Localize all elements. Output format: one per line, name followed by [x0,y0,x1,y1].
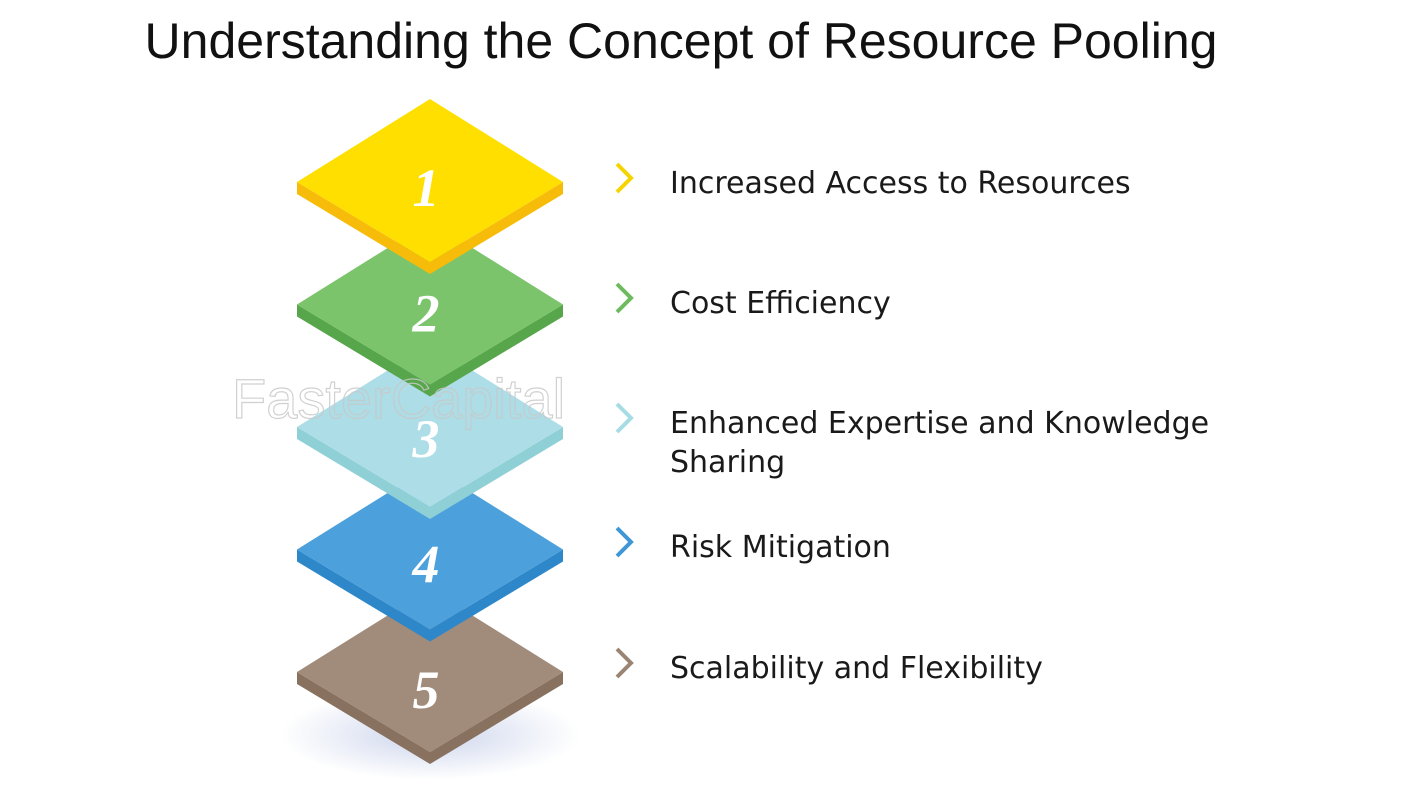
layer-top-face [297,99,563,262]
list-item-label: Risk Mitigation [670,530,891,565]
layer-number: 1 [413,158,440,218]
layer-top-face [297,344,563,507]
list-item: Cost Efficiency [612,282,1260,323]
chevron-right-icon [615,282,634,314]
chevron-right-icon [615,402,634,434]
chevron-right-icon [615,647,634,679]
layer-5: 5 [297,589,563,764]
layer-number: 5 [413,660,440,720]
list-item-label: Enhanced Expertise and Knowledge Sharing [670,406,1210,480]
layer-left-side [297,304,430,397]
layer-left-side [297,182,430,274]
layer-right-side [430,182,563,274]
list-item-label: Cost Efficiency [670,286,891,321]
layer-left-side [297,427,430,519]
watermark-logo: FasterCapital [232,367,565,430]
layer-top-face [297,466,563,630]
chevron-right-icon [615,526,634,558]
list-item-label: Increased Access to Resources [670,166,1131,201]
layer-left-side [297,549,430,642]
list-item: Risk Mitigation [612,526,1260,567]
layer-top-face [297,221,563,385]
layer-right-side [430,549,563,642]
layer-4: 4 [297,466,563,642]
layer-top-face [297,589,563,752]
layer-left-side [297,672,430,764]
list-item: Enhanced Expertise and Knowledge Sharing [612,402,1260,482]
layer-number: 3 [412,409,440,469]
layer-right-side [430,304,563,397]
layer-number: 4 [412,535,440,595]
layer-number: 2 [412,284,440,344]
layer-2: 2 [297,221,563,397]
list-item-label: Scalability and Flexibility [670,651,1043,686]
layer-right-side [430,672,563,764]
layer-1: 1 [297,99,563,274]
list-item: Scalability and Flexibility [612,647,1260,688]
layer-right-side [430,427,563,519]
chevron-right-icon [615,162,634,194]
page-title: Understanding the Concept of Resource Po… [144,13,1218,69]
list-item: Increased Access to Resources [612,162,1260,203]
layer-3: 3 [297,344,563,519]
